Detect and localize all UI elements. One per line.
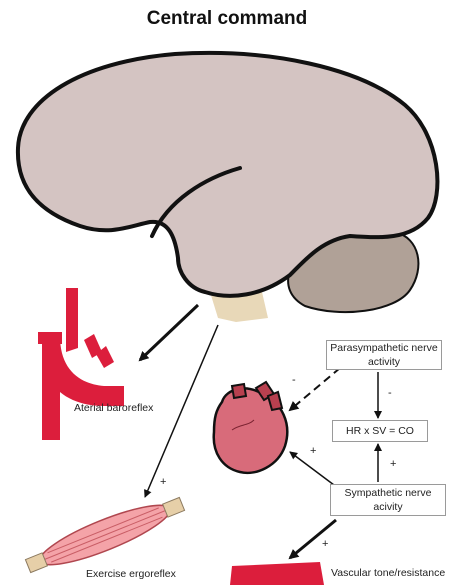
sign-symp-to-vessel: +	[322, 538, 328, 550]
heart-icon	[214, 382, 287, 473]
parasympathetic-box: Parasympathetic nerve activity	[326, 340, 442, 370]
arrow-brain-to-muscle	[145, 325, 218, 497]
label-vascular-tone: Vascular tone/resistance	[331, 567, 445, 579]
diagram-title: Central command	[0, 8, 454, 30]
artery-descending	[42, 350, 60, 440]
heart-vessel-3	[232, 384, 246, 398]
arrow-brain-to-artery	[140, 305, 198, 360]
artery-branch-1	[66, 288, 78, 352]
artery-top-left	[38, 332, 62, 344]
arrow-symp-to-vessel	[290, 520, 336, 558]
sign-para-to-equation: -	[388, 387, 392, 399]
sign-symp-to-equation: +	[390, 458, 396, 470]
blood-vessel-icon	[230, 562, 324, 585]
brain-illustration	[18, 53, 438, 322]
sympathetic-box: Sympathetic nerve acivity	[330, 484, 446, 516]
sign-symp-to-heart: +	[310, 445, 316, 457]
muscle-fiber-1	[45, 511, 166, 560]
sign-brain-to-muscle: +	[160, 476, 166, 488]
label-aterial-baroreflex: Aterial baroreflex	[74, 402, 153, 414]
sign-para-to-heart: -	[292, 374, 296, 386]
muscle-icon	[22, 490, 187, 580]
aorta-icon	[38, 288, 124, 440]
equation-box: HR x SV = CO	[332, 420, 428, 442]
label-exercise-ergoreflex: Exercise ergoreflex	[86, 568, 176, 580]
arrow-para-to-heart	[290, 368, 340, 410]
